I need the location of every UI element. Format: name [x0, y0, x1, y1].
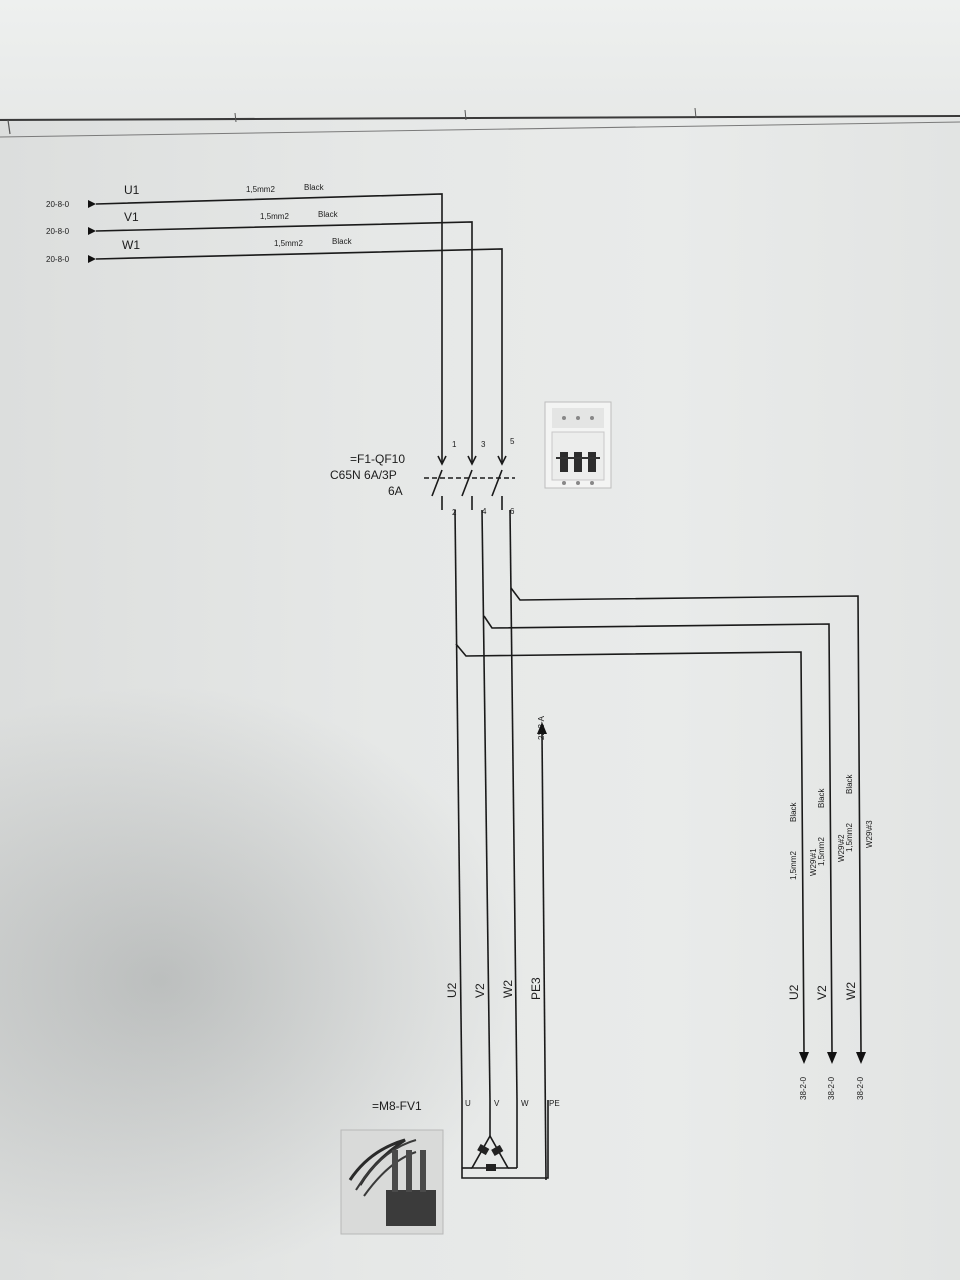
breaker-pin-4: 4 — [482, 507, 487, 516]
heater-m8-fv1: =M8-FV1 U V W PE — [372, 1099, 560, 1179]
vertical-label-u2: U2 — [445, 982, 459, 998]
breaker-pin-3: 3 — [481, 440, 486, 449]
input-wire-v1: 20-8-0 V1 1,5mm2 Black — [46, 210, 473, 462]
pe-ref: 22-3-A — [537, 715, 546, 740]
sheet-border — [0, 107, 960, 138]
breaker-picture — [544, 401, 612, 489]
breaker-pin-1: 1 — [452, 440, 457, 449]
input-label-w1: W1 — [122, 238, 140, 252]
vertical-wires — [454, 509, 518, 1101]
output-ref-u2: 38-2-0 — [799, 1076, 808, 1100]
breaker-pin-5: 5 — [510, 437, 515, 446]
input-ref-u1: 20-8-0 — [46, 200, 70, 209]
vertical-label-w2: W2 — [501, 980, 515, 998]
breaker-tag: =F1-QF10 — [350, 452, 405, 466]
vertical-wire-labels: U2 V2 W2 PE3 — [445, 977, 543, 1000]
output-spec-u2: 1,5mm2 — [789, 851, 798, 880]
output-spec-v2: 1,5mm2 — [817, 837, 826, 866]
input-color-w1: Black — [332, 237, 353, 246]
input-label-u1: U1 — [124, 183, 140, 197]
input-wire-u1: 20-8-0 U1 1,5mm2 Black — [46, 183, 443, 462]
heater-terminal-pe: PE — [549, 1099, 560, 1108]
output-wireid-u2: W29\#1 — [809, 848, 818, 876]
breaker-f1-qf10: =F1-QF10 C65N 6A/3P 6A 1 3 5 2 4 6 — [330, 437, 515, 517]
input-spec-w1: 1,5mm2 — [274, 239, 303, 248]
heater-terminal-w: W — [521, 1099, 529, 1108]
output-wireid-w2: W29\#3 — [865, 820, 874, 848]
input-ref-v1: 20-8-0 — [46, 227, 70, 236]
output-wire-v2: 1,5mm2 Black W29\#2 V2 38-2-0 — [483, 615, 846, 1100]
output-label-v2: V2 — [815, 985, 829, 1000]
vertical-label-v2: V2 — [473, 983, 487, 998]
output-wire-u2: 1,5mm2 Black W29\#1 U2 38-2-0 — [455, 643, 818, 1100]
input-color-u1: Black — [304, 183, 325, 192]
pe-wire: 22-3-A — [537, 715, 547, 1181]
output-label-w2: W2 — [844, 982, 858, 1000]
input-color-v1: Black — [318, 210, 339, 219]
paper-top-strip — [0, 0, 960, 118]
output-label-u2: U2 — [787, 984, 801, 1000]
output-ref-v2: 38-2-0 — [827, 1076, 836, 1100]
input-spec-v1: 1,5mm2 — [260, 212, 289, 221]
output-wire-w2: 1,5mm2 Black W29\#3 W2 38-2-0 — [510, 587, 874, 1100]
input-label-v1: V1 — [124, 210, 139, 224]
input-wire-w1: 20-8-0 W1 1,5mm2 Black — [46, 237, 503, 462]
breaker-model: C65N 6A/3P — [330, 468, 397, 482]
output-color-w2: Black — [845, 773, 854, 794]
breaker-pin-6: 6 — [510, 507, 515, 516]
heater-terminal-v: V — [494, 1099, 500, 1108]
input-spec-u1: 1,5mm2 — [246, 185, 275, 194]
output-color-u2: Black — [789, 801, 798, 822]
heater-tag: =M8-FV1 — [372, 1099, 422, 1113]
output-wireid-v2: W29\#2 — [837, 834, 846, 862]
heater-picture — [340, 1129, 444, 1235]
heater-terminal-u: U — [465, 1099, 471, 1108]
output-color-v2: Black — [817, 787, 826, 808]
breaker-rating: 6A — [388, 484, 403, 498]
output-ref-w2: 38-2-0 — [856, 1076, 865, 1100]
output-spec-w2: 1,5mm2 — [845, 823, 854, 852]
vertical-label-pe3: PE3 — [529, 977, 543, 1000]
input-ref-w1: 20-8-0 — [46, 255, 70, 264]
